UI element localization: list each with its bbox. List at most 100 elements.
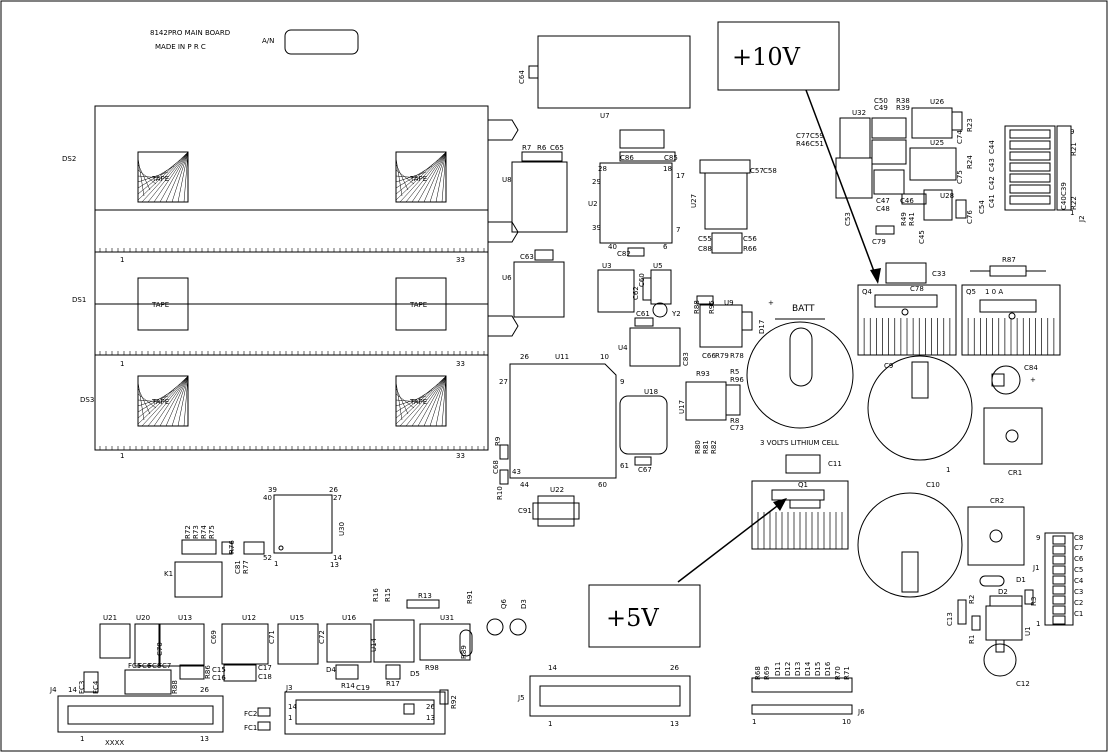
ref-c19: C19 xyxy=(356,684,370,692)
ref-r46: R46 xyxy=(796,140,810,148)
chip-u28 xyxy=(923,189,953,221)
ref-r2: R2 xyxy=(968,595,976,604)
hatch-line xyxy=(395,159,439,195)
ref-u1: U1 xyxy=(1024,626,1032,636)
ref-c57: C57 xyxy=(750,167,764,175)
pin-label: 13 xyxy=(670,720,679,728)
transistor-q6 xyxy=(486,618,504,636)
ref-r95: R95 xyxy=(708,300,716,314)
chip-u14 xyxy=(373,619,415,663)
j1-pin xyxy=(1052,565,1066,575)
hatch-line xyxy=(411,151,447,203)
ref-r98: R98 xyxy=(425,664,439,672)
pin-label: 9 xyxy=(620,378,624,386)
ref-c46: C46 xyxy=(900,197,914,205)
ref-c83: C83 xyxy=(682,352,690,366)
hatch-line xyxy=(429,375,447,427)
ref-c51: C51 xyxy=(810,140,824,148)
hatch-line xyxy=(441,375,447,427)
ref-c64: C64 xyxy=(518,70,526,84)
ref-r38: R38 xyxy=(896,97,910,105)
j1-pin xyxy=(1052,535,1066,545)
j1-pin xyxy=(1052,585,1066,595)
chip-u27 xyxy=(704,172,748,230)
ref-c16: C16 xyxy=(212,674,226,682)
ref-u11: U11 xyxy=(555,353,569,361)
ref-r82: R82 xyxy=(710,440,718,454)
chip-u4 xyxy=(629,327,681,367)
ref-u9: U9 xyxy=(724,299,734,307)
ref-u17: U17 xyxy=(678,400,686,414)
ref-r13: R13 xyxy=(418,592,432,600)
ref-c75: C75 xyxy=(956,170,964,184)
ref-u2: U2 xyxy=(588,200,598,208)
ref-c74: C74 xyxy=(956,130,964,144)
ref-xxxx: XXXX xyxy=(105,739,124,747)
pin-label: 1 xyxy=(120,452,124,460)
switch-k1 xyxy=(174,561,223,598)
callout-10v-box xyxy=(717,21,840,91)
ref-c39: C39 xyxy=(1060,182,1068,196)
chip-u16 xyxy=(326,623,372,663)
ref-d2: D2 xyxy=(998,588,1008,596)
pin-label: 39 xyxy=(268,486,277,494)
hatch-line xyxy=(183,375,189,427)
ref-r76: R76 xyxy=(228,540,236,554)
ref-u26: U26 xyxy=(930,98,945,106)
ref-r9: R9 xyxy=(494,437,502,446)
pin-label: 60 xyxy=(598,481,607,489)
ref-d13: D13 xyxy=(794,662,802,676)
ref-r14: R14 xyxy=(341,682,355,690)
connector-j2 xyxy=(1056,125,1072,211)
display-ds3: DS3 1 33 1 33 TAPE TAPE xyxy=(80,354,489,460)
battery-label: BATT xyxy=(792,304,815,314)
chip-u21 xyxy=(99,623,131,659)
chip-u25 xyxy=(909,147,957,181)
hatch-line xyxy=(171,375,189,427)
ref-c10: C10 xyxy=(926,481,940,489)
pin-label: 10 xyxy=(600,353,609,361)
chip-u32 xyxy=(839,117,871,159)
ref-r6: R6 xyxy=(537,144,547,152)
ref-u12: U12 xyxy=(242,614,256,622)
ref-r75: R75 xyxy=(208,525,216,539)
pin-label: 1 xyxy=(946,466,950,474)
pin-label: 26 xyxy=(520,353,529,361)
hatch-line xyxy=(441,151,447,203)
ref-j5: J5 xyxy=(517,694,525,702)
ref-r77: R77 xyxy=(242,560,250,574)
ref-d3: D3 xyxy=(520,599,528,609)
ref-c84: C84 xyxy=(1024,364,1038,372)
ref-fc4: FC4 xyxy=(92,680,100,694)
ref-c69: C69 xyxy=(210,630,218,644)
ref-c47: C47 xyxy=(876,197,890,205)
ref-r3: R3 xyxy=(1030,597,1038,606)
pin-label: 40 xyxy=(608,243,617,251)
ref-c62: C62 xyxy=(632,286,640,300)
ref-r78: R78 xyxy=(730,352,744,360)
hatch-line xyxy=(395,383,439,419)
pin-label: 13 xyxy=(200,735,209,743)
ref-u13: U13 xyxy=(178,614,192,622)
ref-c5: C5 xyxy=(1074,566,1083,574)
ref-fc1: FC1 xyxy=(244,724,257,732)
hatch-line xyxy=(171,151,189,203)
an-label: A/N xyxy=(262,37,274,45)
ref-u14: U14 xyxy=(370,637,378,652)
display-pin-rows xyxy=(99,151,485,450)
ref-j2: J2 xyxy=(1078,215,1086,223)
ref-c56: C56 xyxy=(743,235,757,243)
crystal-y2 xyxy=(652,302,668,318)
ref-r71: R71 xyxy=(843,666,851,680)
ref-r39: R39 xyxy=(896,104,910,112)
ref-cr2: CR2 xyxy=(990,497,1004,505)
ref-r72: R72 xyxy=(184,525,192,539)
ref-fc3: FC3 xyxy=(78,681,86,694)
pin-label: 28 xyxy=(598,165,607,173)
ref-c15: C15 xyxy=(212,666,226,674)
ref-u18: U18 xyxy=(644,388,658,396)
ref-c33: C33 xyxy=(932,270,946,278)
ref-r79: R79 xyxy=(715,352,729,360)
connector-j3 xyxy=(284,691,446,735)
